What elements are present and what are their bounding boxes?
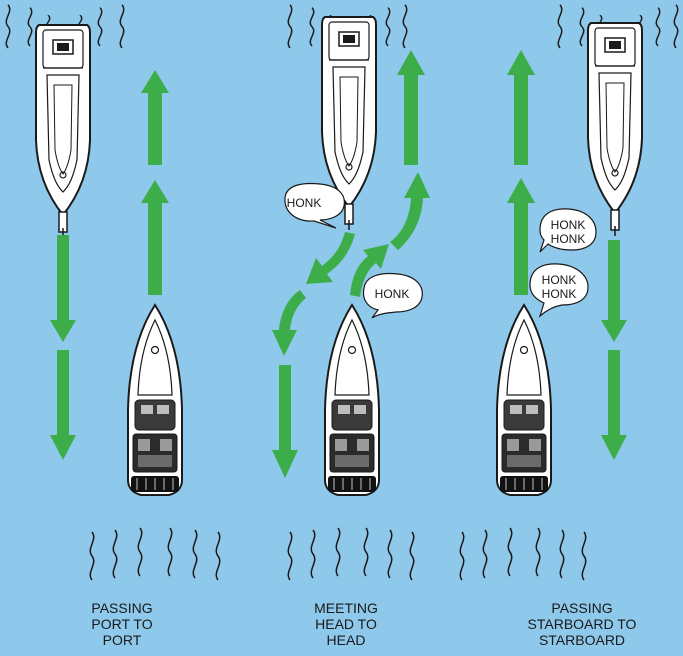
caption-port-to-port: PASSING PORT TO PORT [32, 600, 212, 648]
caption-line: STARBOARD TO [492, 616, 672, 632]
bubble-text: HONK [375, 287, 410, 301]
caption-line: MEETING [256, 600, 436, 616]
caption-line: PASSING [32, 600, 212, 616]
bubble-text: HONK [551, 218, 586, 232]
bubble-text: HONK [287, 196, 322, 210]
bubble-text: HONK [551, 232, 586, 246]
caption-starboard-to-starboard: PASSING STARBOARD TO STARBOARD [492, 600, 672, 648]
caption-line: PASSING [492, 600, 672, 616]
caption-line: PORT [32, 632, 212, 648]
caption-head-to-head: MEETING HEAD TO HEAD [256, 600, 436, 648]
caption-line: PORT TO [32, 616, 212, 632]
caption-line: HEAD [256, 632, 436, 648]
bubble-text: HONK [542, 273, 577, 287]
bubble-text: HONK [542, 287, 577, 301]
caption-line: HEAD TO [256, 616, 436, 632]
caption-line: STARBOARD [492, 632, 672, 648]
